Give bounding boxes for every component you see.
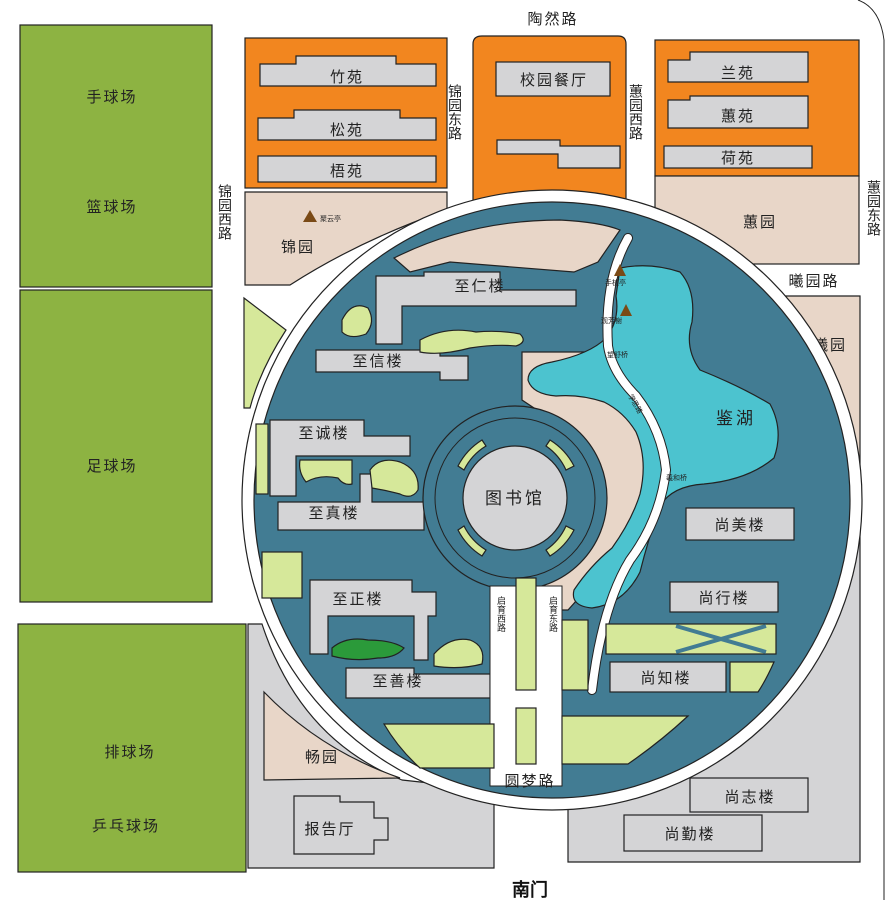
- dorm-he-label: 荷苑: [721, 149, 755, 167]
- canteen[interactable]: [495, 61, 611, 97]
- dorm-lan-label: 兰苑: [721, 64, 755, 82]
- jin-garden-label: 锦园: [281, 238, 315, 256]
- lawn-zhicheng-inner[interactable]: [299, 459, 353, 485]
- library-building[interactable]: [462, 445, 568, 551]
- shangxing-label: 尚行楼: [698, 589, 749, 607]
- zhizheng-label: 至正楼: [332, 590, 383, 608]
- lawn-qiyu-median-2[interactable]: [515, 707, 537, 765]
- zhiren-label: 至仁楼: [454, 277, 505, 295]
- lawn-south-west[interactable]: [382, 723, 495, 769]
- dorm-lan[interactable]: [667, 51, 809, 83]
- zhixin-label: 至信楼: [352, 352, 403, 370]
- lawn-qiyu-median-1[interactable]: [515, 577, 537, 691]
- west-lawn-strip[interactable]: [243, 296, 287, 409]
- dorm-wu-label: 梧苑: [330, 162, 364, 180]
- shouzhu-pavilion-label: 手植亭: [605, 278, 626, 287]
- qiyu-east-road-label: 启育东路: [547, 595, 558, 633]
- yuanmeng-road-label: 圆梦路: [504, 772, 555, 790]
- zhiren-building[interactable]: [375, 271, 577, 345]
- dorm-song-label: 松苑: [330, 121, 364, 139]
- baogao-hall[interactable]: [293, 795, 389, 855]
- south-gate-label: 南门: [512, 879, 548, 900]
- shouzhu-pavilion-icon[interactable]: [614, 264, 626, 276]
- shangzhi-will-building[interactable]: [689, 777, 809, 813]
- dorm-song[interactable]: [257, 109, 437, 141]
- zhicheng-building[interactable]: [269, 419, 411, 497]
- shangzhi-know-building[interactable]: [609, 661, 727, 693]
- zhizheng-building[interactable]: [309, 579, 437, 661]
- basketball-label: 篮球场: [86, 198, 137, 216]
- lawn-zhiren-small[interactable]: [341, 305, 373, 338]
- handball-label: 手球场: [86, 88, 137, 106]
- chang-garden[interactable]: [263, 690, 401, 781]
- east-boundary: [857, 0, 885, 900]
- handball-field[interactable]: [19, 24, 213, 288]
- volleyball-field[interactable]: [17, 623, 247, 873]
- juyun-pavilion-icon[interactable]: [303, 210, 317, 222]
- xuesi-path-fill: [588, 234, 671, 694]
- dorm-hui-label: 蕙苑: [721, 107, 755, 125]
- wangshu-bridge-label: 望舒桥: [607, 350, 628, 359]
- shangqin-building[interactable]: [623, 814, 763, 852]
- top-beige-strip: [392, 219, 621, 273]
- lawn-shangzhi-side[interactable]: [729, 661, 775, 693]
- guanfang-pavilion-label: 观芳榭: [601, 316, 622, 325]
- zhizhen-building[interactable]: [277, 473, 425, 531]
- library-label: 图书馆: [485, 489, 545, 509]
- football-label: 足球场: [86, 457, 137, 475]
- lawn-qiyu-east[interactable]: [561, 619, 589, 691]
- jinyuan-west-road-label: 锦园西路: [216, 183, 232, 240]
- library-lawn-se[interactable]: [545, 525, 575, 557]
- jian-lake-label: 鉴湖: [716, 409, 756, 429]
- lawn-zhishan-inner[interactable]: [433, 638, 484, 669]
- dorm-wu[interactable]: [257, 155, 437, 183]
- shangmei-building[interactable]: [685, 507, 795, 541]
- baogao-hall-label: 报告厅: [304, 820, 355, 838]
- guanfang-pavilion-icon[interactable]: [620, 304, 632, 316]
- pingpong-label: 乒乓球场: [92, 817, 160, 835]
- juyun-pavilion-label: 聚云亭: [320, 214, 341, 223]
- jinyuan-east-road-label: 锦园东路: [446, 83, 462, 140]
- lawn-south-east[interactable]: [561, 715, 690, 765]
- hui-garden-label: 蕙园: [743, 213, 777, 231]
- zhizhen-label: 至真楼: [308, 504, 359, 522]
- qiyu-west-road-label: 启育西路: [495, 595, 506, 633]
- dorm-he[interactable]: [663, 145, 813, 169]
- library-lawn-nw[interactable]: [457, 439, 487, 471]
- shangxing-building[interactable]: [669, 581, 779, 613]
- taoran-road-label: 陶然路: [527, 10, 578, 28]
- lawn-zhiren-long[interactable]: [419, 329, 524, 354]
- xihe-bridge-label: 羲和桥: [666, 473, 687, 482]
- xiyuan-road-label: 曦园路: [788, 272, 839, 290]
- shangzhi-will-label: 尚志楼: [724, 788, 775, 806]
- lawn-west-square[interactable]: [261, 551, 303, 599]
- dorm-zhu-label: 竹苑: [330, 68, 364, 86]
- library-lawn-ne[interactable]: [545, 439, 575, 471]
- volleyball-label: 排球场: [104, 743, 155, 761]
- huiyuan-west-road-label: 蕙园西路: [627, 84, 643, 140]
- canteen-label: 校园餐厅: [520, 71, 588, 89]
- zhishan-label: 至善楼: [372, 672, 423, 690]
- shangqin-label: 尚勤楼: [664, 825, 715, 843]
- zhicheng-label: 至诚楼: [298, 424, 349, 442]
- jian-lake[interactable]: [527, 265, 779, 609]
- library-lawn-sw[interactable]: [457, 525, 487, 557]
- lawn-cross-lines: [675, 624, 767, 654]
- dorm-zhu[interactable]: [259, 55, 437, 87]
- dark-lawn[interactable]: [331, 638, 405, 661]
- shangzhi-know-label: 尚知楼: [640, 669, 691, 687]
- football-field[interactable]: [19, 289, 213, 603]
- shangmei-label: 尚美楼: [714, 516, 765, 534]
- dorm-hui[interactable]: [667, 95, 809, 129]
- chang-garden-label: 畅园: [305, 748, 339, 766]
- huiyuan-east-road-label: 蕙园东路: [865, 180, 881, 236]
- lawn-zhizhen-inner[interactable]: [369, 459, 419, 497]
- lawn-west-strip[interactable]: [255, 423, 269, 495]
- canteen-annex[interactable]: [496, 139, 621, 169]
